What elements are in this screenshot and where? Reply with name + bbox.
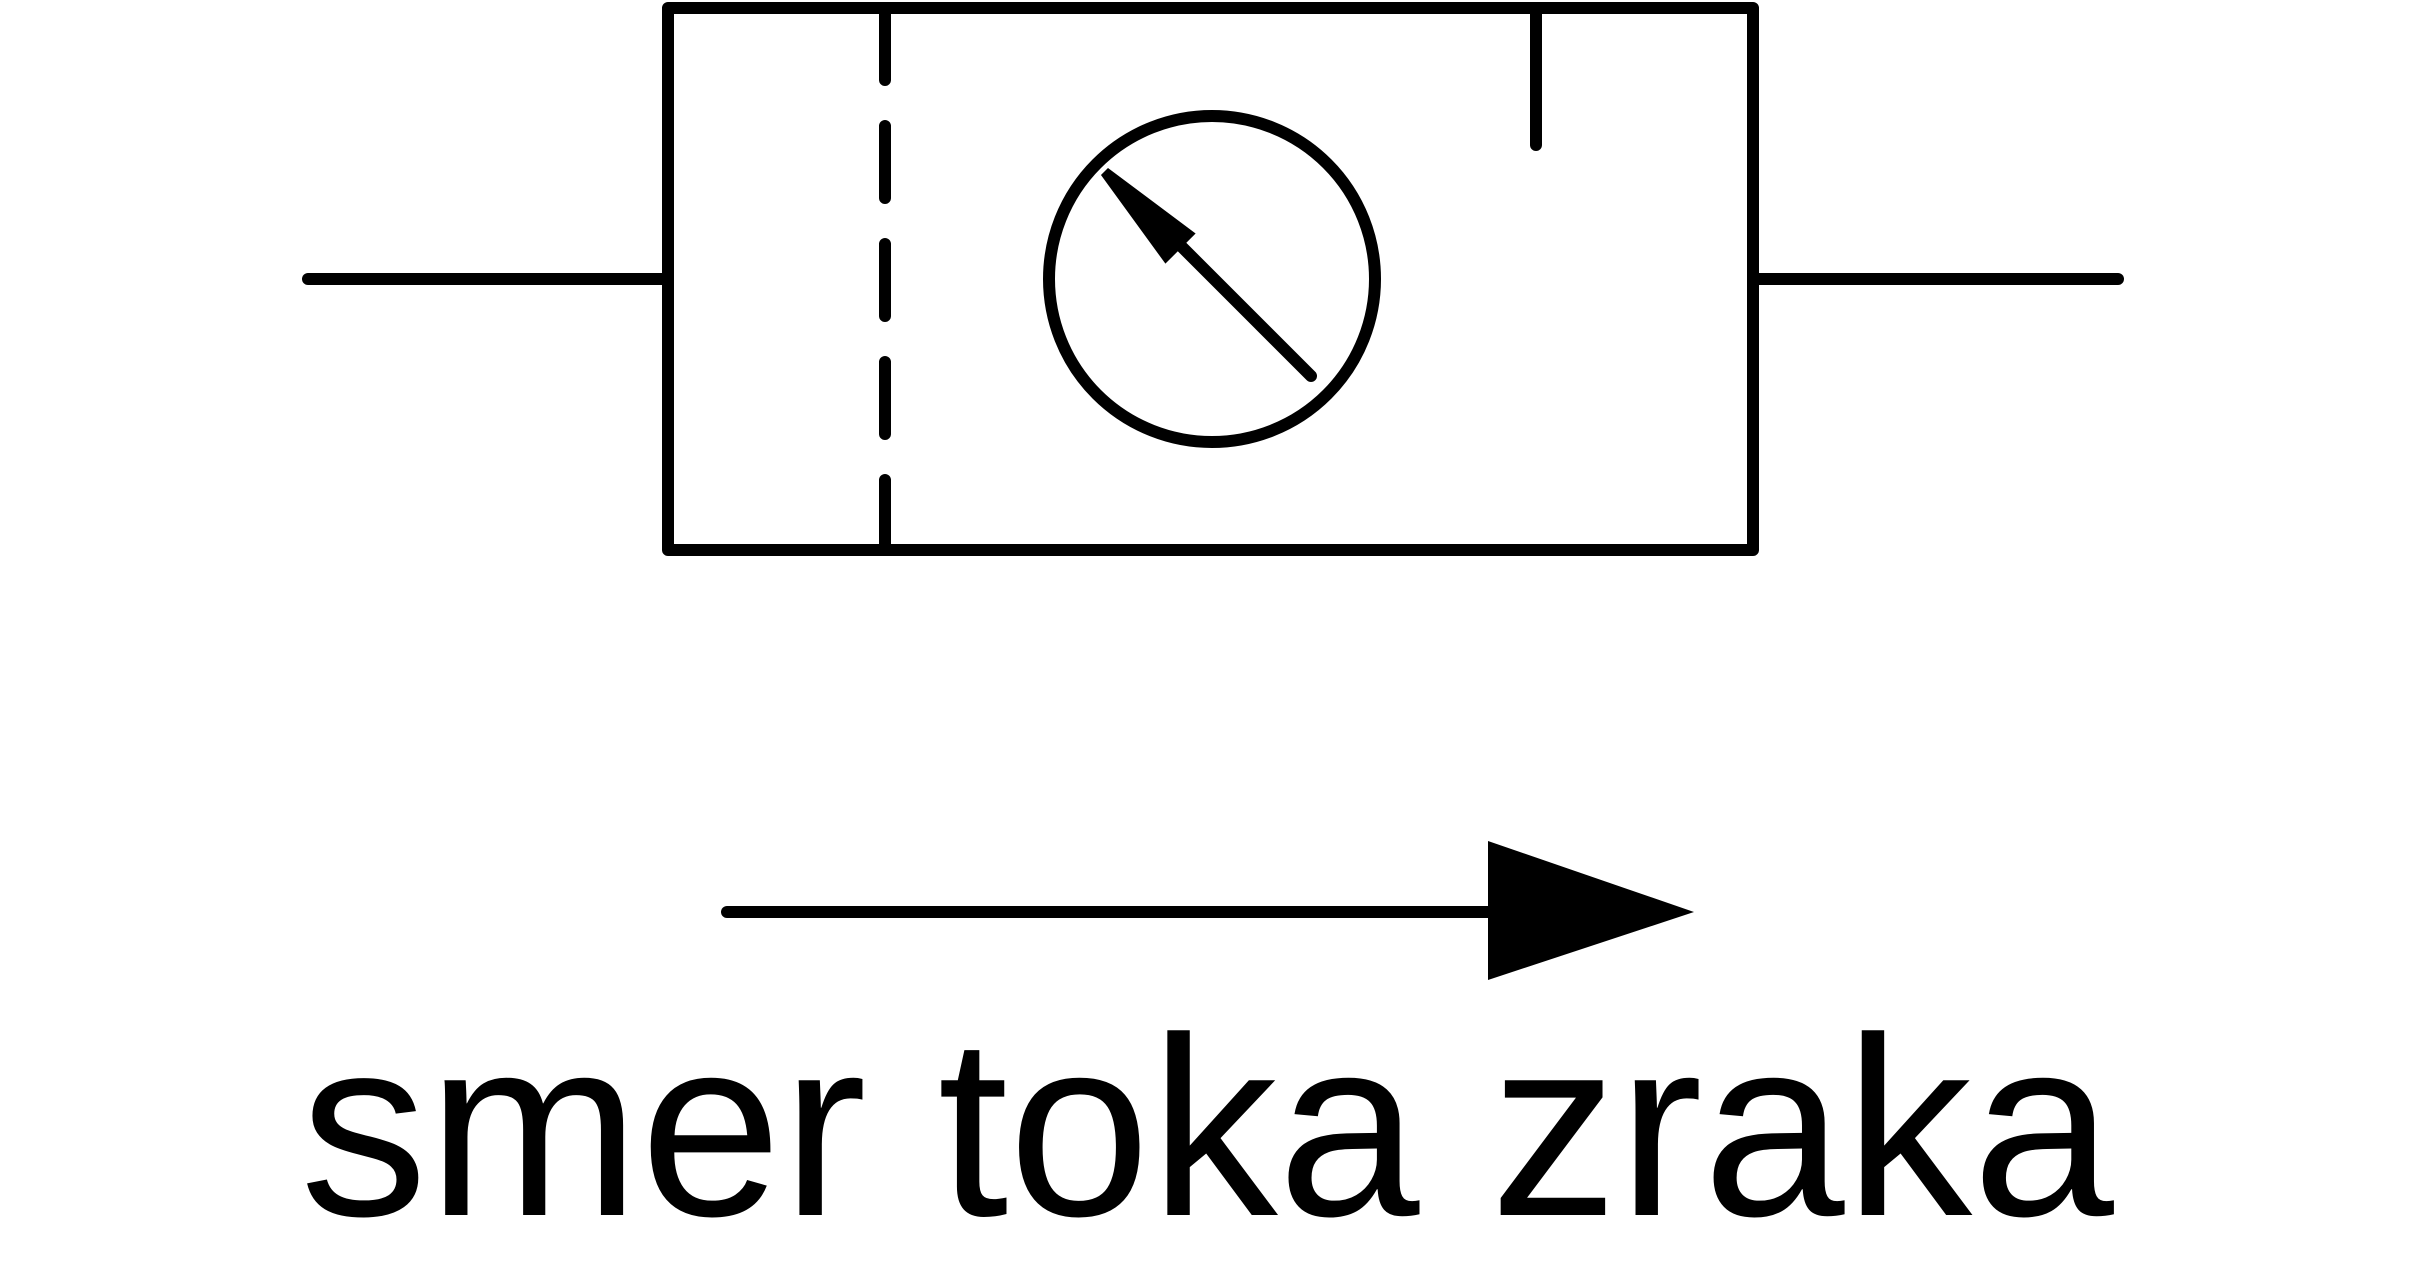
flow-direction-caption: smer toka zraka <box>300 985 2114 1270</box>
pressure-gauge-needle-head <box>1100 167 1196 264</box>
pressure-gauge-needle <box>1169 234 1317 382</box>
symbol-enclosure-box <box>662 2 1759 556</box>
flow-arrow-head <box>1488 841 1694 980</box>
pressure-gauge-circle <box>1043 110 1381 448</box>
